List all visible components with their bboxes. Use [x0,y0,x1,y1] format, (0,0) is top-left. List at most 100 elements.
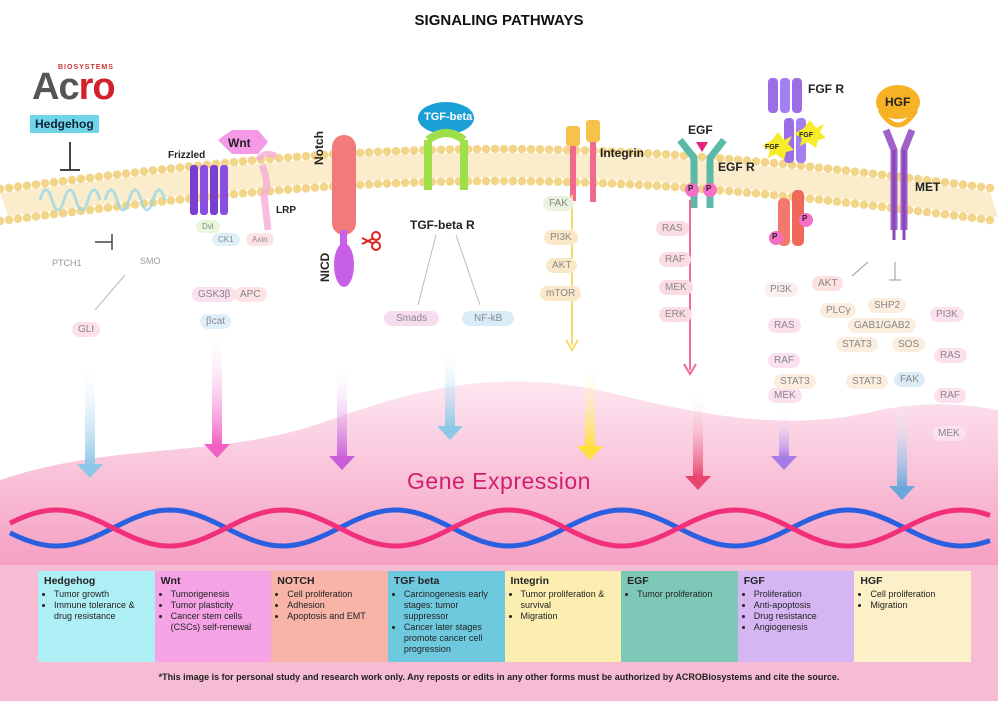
pill-plcy: PLCγ [820,303,857,318]
outcome-item: Cell proliferation [287,589,382,600]
outcome-title: Hedgehog [44,575,96,587]
label-met: MET [915,180,941,194]
pill-shp2: SHP2 [868,298,907,313]
outcome-item: Tumor proliferation [637,589,732,600]
outcome-title: NOTCH [277,575,315,587]
pill-stat3-a: STAT3 [836,337,878,352]
pill-pi3k-fgf: PI3K [764,282,798,297]
frizzled-receptor [190,165,228,215]
outcome-item: Proliferation [754,589,849,600]
label-fgf-2: FGF [799,132,813,139]
pill-stat3-b: STAT3 [774,374,816,389]
cell-membrane [0,144,998,226]
outcome-box-fgf: FGF ProliferationAnti-apoptosisDrug resis… [737,571,855,662]
signal-arrow [329,365,355,470]
dna-strand-pink [8,507,991,549]
pill-stat3-c: STAT3 [846,374,888,389]
pill-raf-fgf: RAF [768,353,800,368]
signal-arrow [685,390,711,490]
pill-mtor: mTOR [540,286,582,301]
label-hgf: HGF [885,95,911,109]
fgf-receptor [768,78,806,246]
outcome-item: Cancer later stages promote cancer cell … [404,622,499,655]
pill-gli: GLI [72,322,101,337]
nicd [334,243,354,287]
label-tgfbeta: TGF-beta [424,111,473,123]
outcome-box-integrin: IntegrinTumor proliferation & survivalMi… [504,571,622,662]
pill-mek-fgf: MEK [768,388,802,403]
pill-raf: RAF [659,252,691,267]
label-ptch1: PTCH1 [52,258,82,268]
logo-acro: Acro [32,66,116,108]
outcome-item: Migration [870,600,965,611]
label-smo: SMO [140,256,161,266]
lrp-receptor [258,163,272,231]
outcome-item: Tumor plasticity [171,600,266,611]
outcome-item: Tumor growth [54,589,149,600]
outcome-item: Angiogenesis [754,622,849,633]
hgf-ligand [876,85,920,119]
pill-akt: AKT [546,258,578,273]
signal-arrow [577,360,603,460]
outcome-item: Migration [521,611,616,622]
outcome-box-egf: EGF Tumor proliferation [621,571,738,662]
outcome-title: HGF [860,575,883,587]
outcome-box-tgf-beta: TGF betaCarcinogenesis early stages: tum… [387,571,505,662]
label-p-3: P [772,232,778,241]
outcome-box-hgf: HGF Cell proliferationMigration [854,571,971,662]
notch-receptor [332,135,356,235]
page-title: SIGNALING PATHWAYS [414,12,584,29]
integrin-subunit-a [566,126,580,146]
pill-akt-met: AKT [812,276,844,291]
label-fgf-1: FGF [765,144,779,151]
label-frizzled: Frizzled [168,150,206,161]
outcome-title: Wnt [160,575,181,587]
label-notch: Notch [312,131,326,165]
pill-gsk3b: GSK3β [192,287,237,302]
label-egf: EGF [688,123,713,137]
pill-bcat: βcat [200,314,232,329]
egf-ligand [696,142,708,152]
wnt-ligand [218,130,268,154]
pill-mek-met: MEK [932,426,966,441]
pill-fak: FAK [543,196,574,211]
pill-nfkb: NF-kB [462,311,515,326]
pill-ras-fgf: RAS [768,318,801,333]
outcome-item: Tumorigenesis [171,589,266,600]
label-p-1: P [688,184,694,193]
outcome-panel: HedgehogTumor growthImmune tolerance & d… [38,571,971,662]
signal-arrow [77,360,103,478]
pill-gab: GAB1/GAB2 [848,318,917,333]
tgfbeta-receptor [424,140,468,190]
outcome-title: FGF [743,575,765,587]
outcome-item: Carcinogenesis early stages: tumor suppr… [404,589,499,622]
label-p-2: P [706,184,712,193]
pill-pi3k-met: PI3K [930,307,964,322]
ptch1-receptor [38,188,167,212]
outcome-title: TGF beta [393,575,440,587]
pill-raf-met: RAF [934,388,966,403]
scissors-icon [361,231,381,251]
pill-ras-met: RAS [934,348,967,363]
outcome-item: Cancer stem cells (CSCs) self-renewal [171,611,266,633]
label-nicd: NICD [318,252,332,282]
outcome-item: Anti-apoptosis [754,600,849,611]
pill-ras: RAS [656,221,689,236]
outcome-title: EGF [627,575,649,587]
label-fgf-r: FGF R [808,82,844,96]
pill-smads: Smads [384,311,440,326]
signal-arrow [437,345,463,440]
integrin-subunit-b [586,120,600,142]
outcome-item: Cell proliferation [870,589,965,600]
fgf-ligand-2 [794,120,826,148]
signal-arrow [204,330,230,458]
pill-dvl: Dvl [196,220,220,233]
pill-ck1: CK1 [212,233,240,246]
label-integrin: Integrin [600,146,644,160]
label-hedgehog: Hedgehog [30,115,99,133]
footnote: *This image is for personal study and re… [158,672,840,682]
signal-arrow [771,410,797,470]
outcome-item: Drug resistance [754,611,849,622]
outcome-box-notch: NOTCHCell proliferationAdhesionApoptosis… [271,571,388,662]
label-p-4: P [802,214,808,223]
